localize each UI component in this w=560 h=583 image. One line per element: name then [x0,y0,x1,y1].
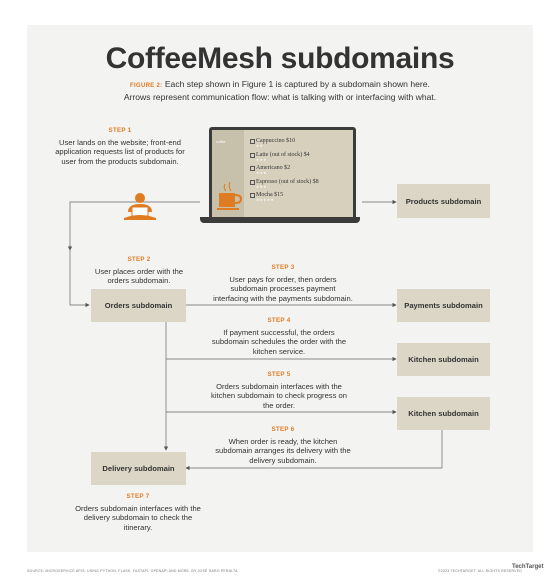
menu-item-name: Cappuccino $10 [256,138,296,144]
menu-header: coffee [216,140,226,144]
source-credit: SOURCE: MICROSERVICE APIS: USING PYTHON,… [27,569,238,573]
step-7: STEP 7 Orders subdomain interfaces with … [70,492,206,532]
caption-line-2: Arrows represent communication flow: wha… [123,92,437,102]
rating-stars: ★★★★★ [256,198,275,202]
step-1-text: User lands on the website; front-end app… [55,137,185,166]
menu-item-name: Mocha $15 [256,192,284,198]
step-2-text: User places order with the orders subdom… [94,266,184,286]
product-menu: Cappuccino $10★★ Latte (out of stock) $4… [250,138,319,206]
step-5: STEP 5 Orders subdomain interfaces with … [208,370,350,410]
step-3: STEP 3 User pays for order, then orders … [212,263,354,303]
step-4-label: STEP 4 [267,317,291,324]
rating-stars: ★★★ [256,184,267,189]
laptop-base [200,217,360,223]
diagram-title: CoffeeMesh subdomains [105,42,455,75]
kitchen-subdomain-box-2[interactable]: Kitchen subdomain [397,397,490,430]
delivery-subdomain-box[interactable]: Delivery subdomain [91,452,186,485]
rating-stars: ★★ [256,144,264,148]
step-5-label: STEP 5 [267,371,291,378]
figure-caption: FIGURE 2: Each step shown in Figure 1 is… [0,79,560,103]
step-2: STEP 2 User places order with the orders… [86,255,192,286]
rating-stars: ★★★ [256,157,267,162]
arrow-to-delivery [185,430,443,471]
step-3-label: STEP 3 [271,264,295,271]
step-5-text: Orders subdomain interfaces with the kit… [211,381,347,410]
copyright: ©2023 TECHTARGET. ALL RIGHTS RESERVED [438,569,522,573]
step-3-text: User pays for order, then orders subdoma… [213,274,353,303]
laptop-screen: coffee Cappuccino $10★★ Latte (out of st… [209,127,356,221]
menu-strip: coffee [212,130,244,218]
step-6: STEP 6 When order is ready, the kitchen … [212,425,354,465]
step-7-label: STEP 7 [126,493,150,500]
arrow-to-orders [69,201,200,308]
rating-stars: ★★★ [256,171,267,175]
menu-item-name: Latte (out of stock) $4 [256,151,310,158]
coffee-cup-icon [217,181,243,210]
menu-item-name: Americano $2 [256,165,291,171]
step-7-text: Orders subdomain interfaces with the del… [75,503,201,532]
menu-item[interactable]: Americano $2★★★ [250,165,319,179]
techtarget-logo: TechTarget [512,564,544,570]
menu-item[interactable]: Espresso (out of stock) $8★★★ [250,179,319,193]
kitchen-subdomain-box-1[interactable]: Kitchen subdomain [397,343,490,376]
step-1-label: STEP 1 [108,127,132,134]
menu-item[interactable]: Mocha $15★★★★★ [250,192,319,206]
user-laptop-icon [124,193,156,220]
products-subdomain-box[interactable]: Products subdomain [397,184,490,218]
payments-subdomain-box[interactable]: Payments subdomain [397,289,490,322]
step-1: STEP 1 User lands on the website; front-… [50,126,190,166]
menu-item[interactable]: Cappuccino $10★★ [250,138,319,152]
step-6-label: STEP 6 [271,426,295,433]
step-2-label: STEP 2 [127,256,151,263]
figure-label: FIGURE 2: [130,83,163,89]
step-6-text: When order is ready, the kitchen subdoma… [215,436,351,465]
menu-item[interactable]: Latte (out of stock) $4★★★ [250,152,319,166]
menu-item-name: Espresso (out of stock) $8 [256,178,319,185]
orders-subdomain-box[interactable]: Orders subdomain [91,289,186,322]
step-4: STEP 4 If payment successful, the orders… [208,316,350,356]
caption-line-1: Each step shown in Figure 1 is captured … [164,79,430,89]
step-4-text: If payment successful, the orders subdom… [211,327,347,356]
